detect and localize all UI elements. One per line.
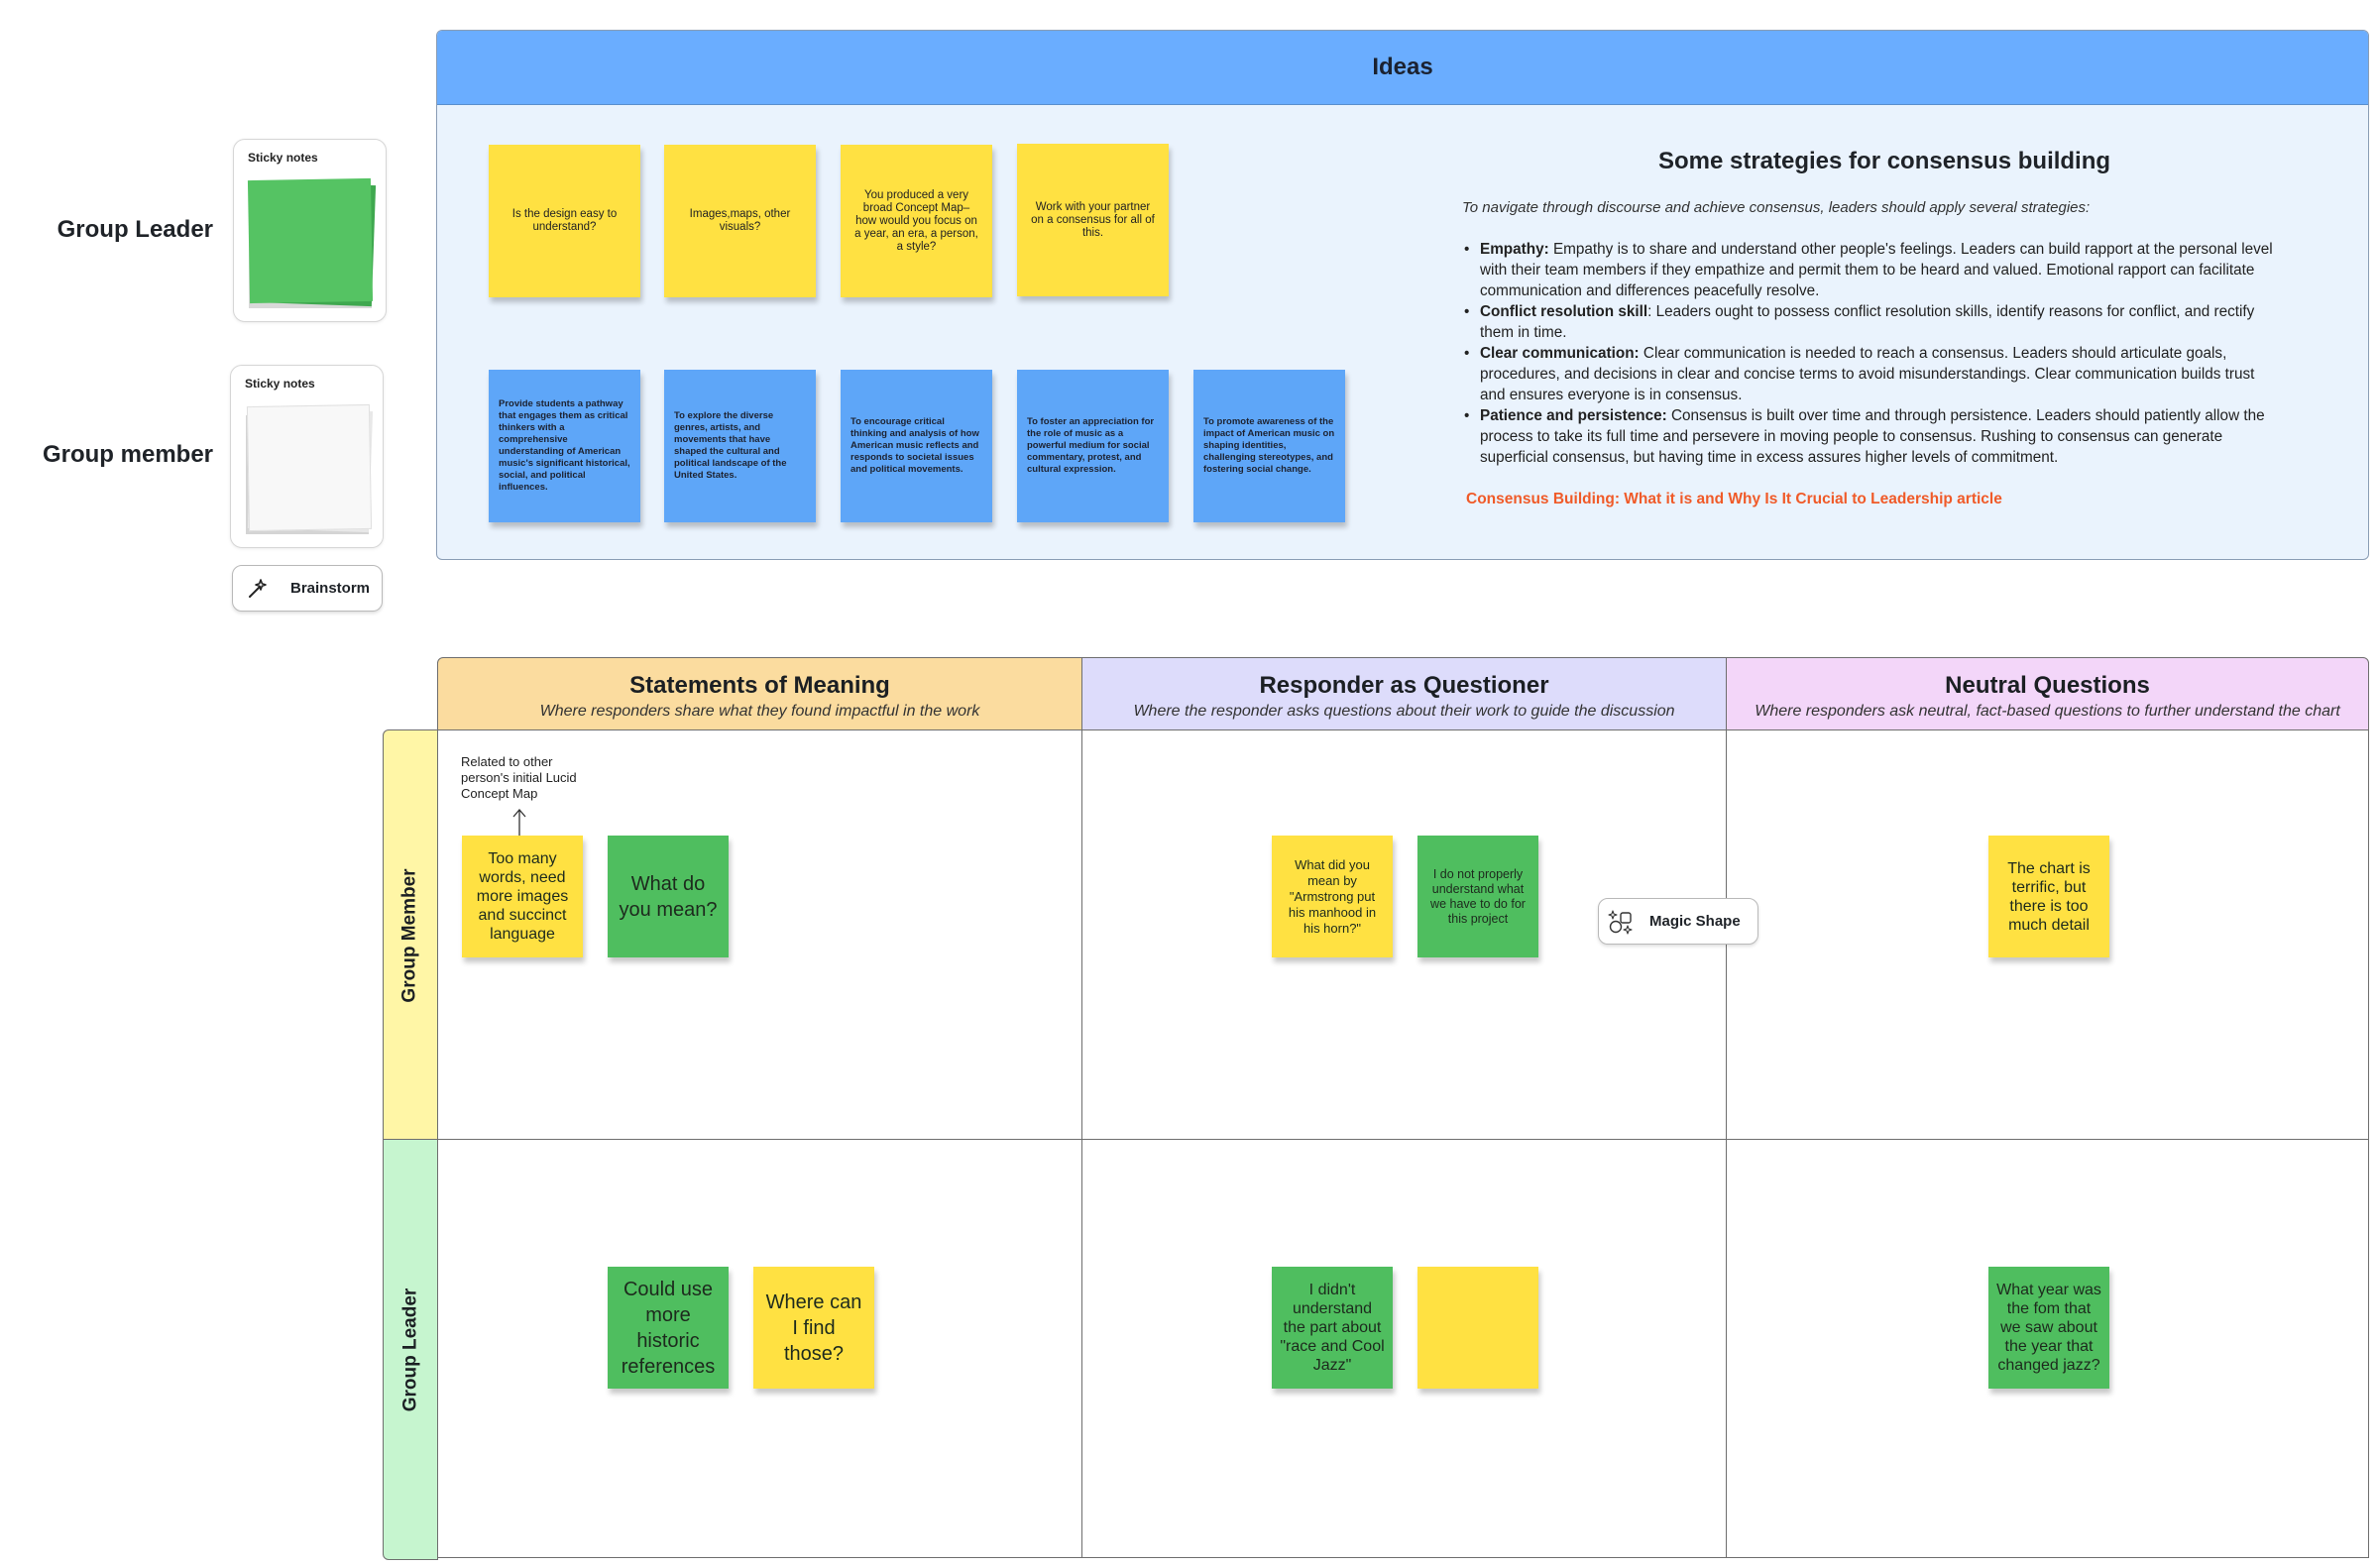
- note-text: What do you mean?: [619, 872, 718, 921]
- feedback-note-yellow-empty[interactable]: [1417, 1267, 1538, 1389]
- idea-note-yellow[interactable]: Work with your partner on a consensus fo…: [1017, 144, 1169, 296]
- group-leader-label: Group Leader: [57, 216, 213, 243]
- note-text: To explore the diverse genres, artists, …: [674, 410, 787, 481]
- brainstorm-button[interactable]: Brainstorm: [232, 565, 383, 612]
- column-title: Responder as Questioner: [1259, 672, 1549, 699]
- magic-shape-button[interactable]: Magic Shape: [1598, 898, 1758, 945]
- grid-line: [437, 729, 2369, 730]
- feedback-note-green[interactable]: What do you mean?: [608, 836, 729, 957]
- leader-sticky-stack[interactable]: Sticky notes: [233, 139, 387, 322]
- strategy-item: Clear communication: Clear communication…: [1464, 343, 2277, 405]
- note-text: Where can I find those?: [765, 1290, 862, 1365]
- strategies-list: Empathy: Empathy is to share and underst…: [1464, 239, 2277, 468]
- strategy-text: : Leaders ought to possess conflict reso…: [1480, 303, 2255, 341]
- note-text: To promote awareness of the impact of Am…: [1203, 416, 1335, 475]
- feedback-note-yellow[interactable]: Too many words, need more images and suc…: [462, 836, 583, 957]
- column-header-responder: Responder as Questioner Where the respon…: [1081, 657, 1727, 730]
- strategy-term: Clear communication:: [1480, 345, 1640, 362]
- group-member-label: Group member: [42, 441, 213, 468]
- note-text: What did you mean by "Armstrong put his …: [1288, 856, 1377, 936]
- stack-title: Sticky notes: [248, 151, 318, 165]
- feedback-note-green[interactable]: I didn't understand the part about "race…: [1272, 1267, 1393, 1389]
- feedback-note-green[interactable]: What year was the fom that we saw about …: [1988, 1267, 2109, 1389]
- column-subtitle: Where responders ask neutral, fact-based…: [1755, 703, 2340, 720]
- strategy-term: Conflict resolution skill: [1480, 303, 1648, 320]
- note-text: I didn't understand the part about "race…: [1280, 1282, 1385, 1374]
- strategies-intro: To navigate through discourse and achiev…: [1462, 199, 2091, 216]
- brainstorm-label: Brainstorm: [290, 580, 371, 597]
- strategy-item: Empathy: Empathy is to share and underst…: [1464, 239, 2277, 301]
- grid-line: [2368, 729, 2369, 1558]
- grid-line: [1726, 729, 1727, 1558]
- feedback-note-yellow[interactable]: The chart is terrific, but there is too …: [1988, 836, 2109, 957]
- idea-note-yellow[interactable]: Is the design easy to understand?: [489, 145, 640, 297]
- note-text: To foster an appreciation for the role o…: [1027, 416, 1155, 475]
- note-text: Too many words, need more images and suc…: [476, 850, 569, 943]
- column-header-statements: Statements of Meaning Where responders s…: [437, 657, 1082, 730]
- row-title: Group Leader: [399, 1288, 421, 1411]
- idea-note-yellow[interactable]: Images,maps, other visuals?: [664, 145, 816, 297]
- row-header-group-leader: Group Leader: [383, 1139, 438, 1560]
- ideas-header: Ideas: [437, 31, 2368, 105]
- sparkle-icon: [247, 578, 269, 600]
- note-text: I do not properly understand what we hav…: [1430, 866, 1526, 926]
- stack-title: Sticky notes: [245, 377, 315, 391]
- feedback-note-green[interactable]: Could use more historic references: [608, 1267, 729, 1389]
- note-text: To encourage critical thinking and analy…: [850, 416, 979, 475]
- feedback-matrix: Statements of Meaning Where responders s…: [383, 657, 2369, 1560]
- strategy-item: Conflict resolution skill: Leaders ought…: [1464, 301, 2277, 343]
- column-subtitle: Where the responder asks questions about…: [1133, 703, 1675, 720]
- strategy-term: Patience and persistence:: [1480, 407, 1667, 424]
- idea-note-blue[interactable]: To encourage critical thinking and analy…: [841, 370, 992, 522]
- note-text: The chart is terrific, but there is too …: [2007, 859, 2091, 934]
- note-text: What year was the fom that we saw about …: [1996, 1282, 2101, 1374]
- green-notes-stack-icon: [247, 177, 377, 311]
- column-header-neutral: Neutral Questions Where responders ask n…: [1726, 657, 2369, 730]
- grid-line: [437, 1557, 2369, 1558]
- annotation-text: Related to other person's initial Lucid …: [461, 754, 577, 801]
- article-link[interactable]: Consensus Building: What it is and Why I…: [1466, 491, 2002, 507]
- idea-note-blue[interactable]: To explore the diverse genres, artists, …: [664, 370, 816, 522]
- feedback-note-yellow[interactable]: Where can I find those?: [753, 1267, 874, 1389]
- note-text: Work with your partner on a consensus fo…: [1031, 200, 1155, 239]
- member-sticky-stack[interactable]: Sticky notes: [230, 365, 384, 548]
- strategy-term: Empathy:: [1480, 241, 1549, 258]
- row-title: Group Member: [399, 868, 420, 1003]
- idea-note-yellow[interactable]: You produced a very broad Concept Map–ho…: [841, 145, 992, 297]
- idea-note-blue[interactable]: To promote awareness of the impact of Am…: [1193, 370, 1345, 522]
- note-text: Provide students a pathway that engages …: [499, 398, 630, 493]
- strategy-text: Consensus is built over time and through…: [1480, 407, 2265, 466]
- arrow-up-icon: [512, 809, 526, 837]
- ideas-title: Ideas: [1372, 54, 1433, 80]
- strategy-text: Clear communication is needed to reach a…: [1480, 345, 2255, 403]
- feedback-note-yellow[interactable]: What did you mean by "Armstrong put his …: [1272, 836, 1393, 957]
- white-notes-stack-icon: [244, 403, 374, 537]
- note-text: Could use more historic references: [621, 1278, 716, 1378]
- note-text: Images,maps, other visuals?: [689, 208, 791, 233]
- column-subtitle: Where responders share what they found i…: [539, 703, 980, 720]
- grid-line: [437, 1139, 2369, 1140]
- idea-note-blue[interactable]: To foster an appreciation for the role o…: [1017, 370, 1169, 522]
- magic-shape-icon: [1608, 909, 1636, 935]
- idea-note-blue[interactable]: Provide students a pathway that engages …: [489, 370, 640, 522]
- note-text: You produced a very broad Concept Map–ho…: [854, 188, 978, 253]
- feedback-note-green[interactable]: I do not properly understand what we hav…: [1417, 836, 1538, 957]
- note-text: Is the design easy to understand?: [511, 208, 618, 233]
- column-title: Statements of Meaning: [629, 672, 890, 699]
- strategy-item: Patience and persistence: Consensus is b…: [1464, 405, 2277, 468]
- column-title: Neutral Questions: [1945, 672, 2150, 699]
- strategies-title: Some strategies for consensus building: [1657, 148, 2111, 174]
- grid-line: [437, 729, 438, 1558]
- grid-line: [1081, 729, 1082, 1558]
- row-header-group-member: Group Member: [383, 729, 438, 1142]
- strategy-text: Empathy is to share and understand other…: [1480, 241, 2273, 299]
- ideas-panel: Ideas Is the design easy to understand? …: [436, 30, 2369, 560]
- magic-shape-label: Magic Shape: [1649, 913, 1741, 930]
